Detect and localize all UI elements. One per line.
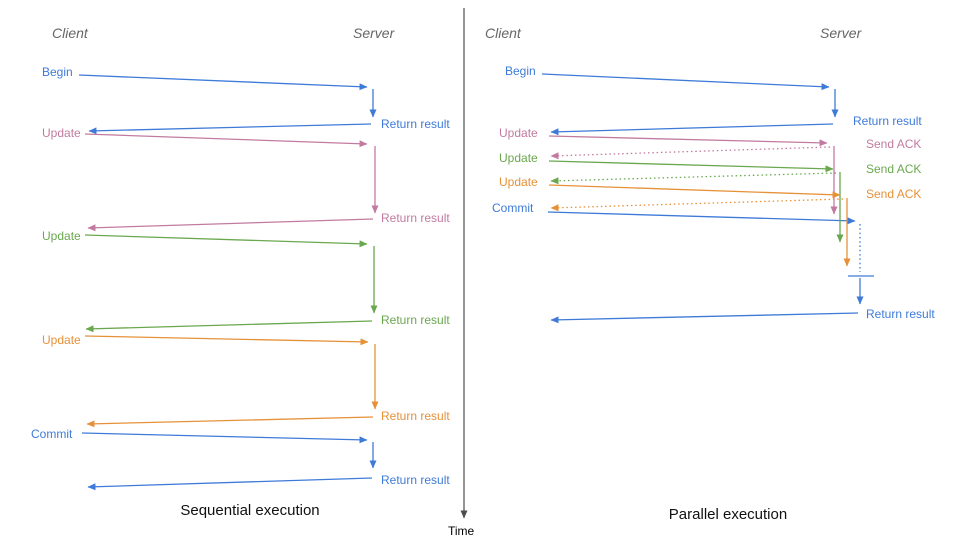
left-client-header: Client — [52, 25, 88, 41]
right-blue-messages — [541, 73, 874, 324]
ack-dotted-arrow — [550, 172, 837, 185]
left-return-result-1: Return result — [381, 117, 450, 131]
right-green-messages — [548, 160, 844, 243]
left-update-3-label: Update — [42, 333, 81, 347]
request-arrow — [548, 135, 828, 147]
right-panel-title: Parallel execution — [668, 506, 788, 523]
left-orange-messages — [84, 335, 379, 428]
left-green-messages — [84, 234, 378, 333]
response-arrow — [85, 320, 373, 333]
left-return-result-2: Return result — [381, 211, 450, 225]
right-update-3-label: Update — [499, 175, 538, 189]
right-client-header: Client — [485, 25, 521, 41]
request-arrow — [84, 335, 369, 346]
right-return-result-1: Return result — [853, 114, 922, 128]
left-update-2-label: Update — [42, 229, 81, 243]
response-arrow — [87, 477, 373, 491]
right-update-2-label: Update — [499, 151, 538, 165]
left-server-header: Server — [353, 25, 395, 41]
right-update-1-label: Update — [499, 126, 538, 140]
right-send-ack-3: Send ACK — [866, 187, 922, 201]
request-arrow — [81, 432, 368, 444]
response-arrow — [86, 416, 374, 428]
left-begin-label: Begin — [42, 65, 73, 79]
right-commit-label: Commit — [492, 201, 534, 215]
right-begin-label: Begin — [505, 64, 536, 78]
response-arrow — [87, 218, 374, 232]
right-send-ack-1: Send ACK — [866, 137, 922, 151]
right-pink-messages — [548, 135, 838, 215]
left-commit-label: Commit — [31, 427, 73, 441]
left-panel-title: Sequential execution — [180, 502, 320, 519]
commit-request-arrow — [547, 211, 856, 225]
right-server-header: Server — [820, 25, 862, 41]
request-arrow — [541, 73, 830, 91]
request-arrow — [78, 74, 368, 91]
right-return-result-2: Return result — [866, 307, 935, 321]
request-arrow — [548, 184, 841, 199]
response-arrow — [88, 123, 372, 135]
time-axis-label: Time — [448, 524, 475, 538]
response-arrow — [550, 123, 834, 136]
right-orange-messages — [548, 184, 851, 267]
response-arrow — [550, 312, 859, 324]
right-send-ack-2: Send ACK — [866, 162, 922, 176]
request-arrow — [84, 234, 368, 248]
left-return-result-3: Return result — [381, 313, 450, 327]
left-update-1-label: Update — [42, 126, 81, 140]
left-blue-messages — [78, 74, 377, 491]
left-pink-messages — [84, 133, 379, 232]
ack-dotted-arrow — [550, 146, 831, 160]
request-arrow — [548, 160, 834, 173]
request-arrow — [84, 133, 368, 148]
left-return-result-5: Return result — [381, 473, 450, 487]
ack-dotted-arrow — [550, 198, 844, 212]
left-return-result-4: Return result — [381, 409, 450, 423]
